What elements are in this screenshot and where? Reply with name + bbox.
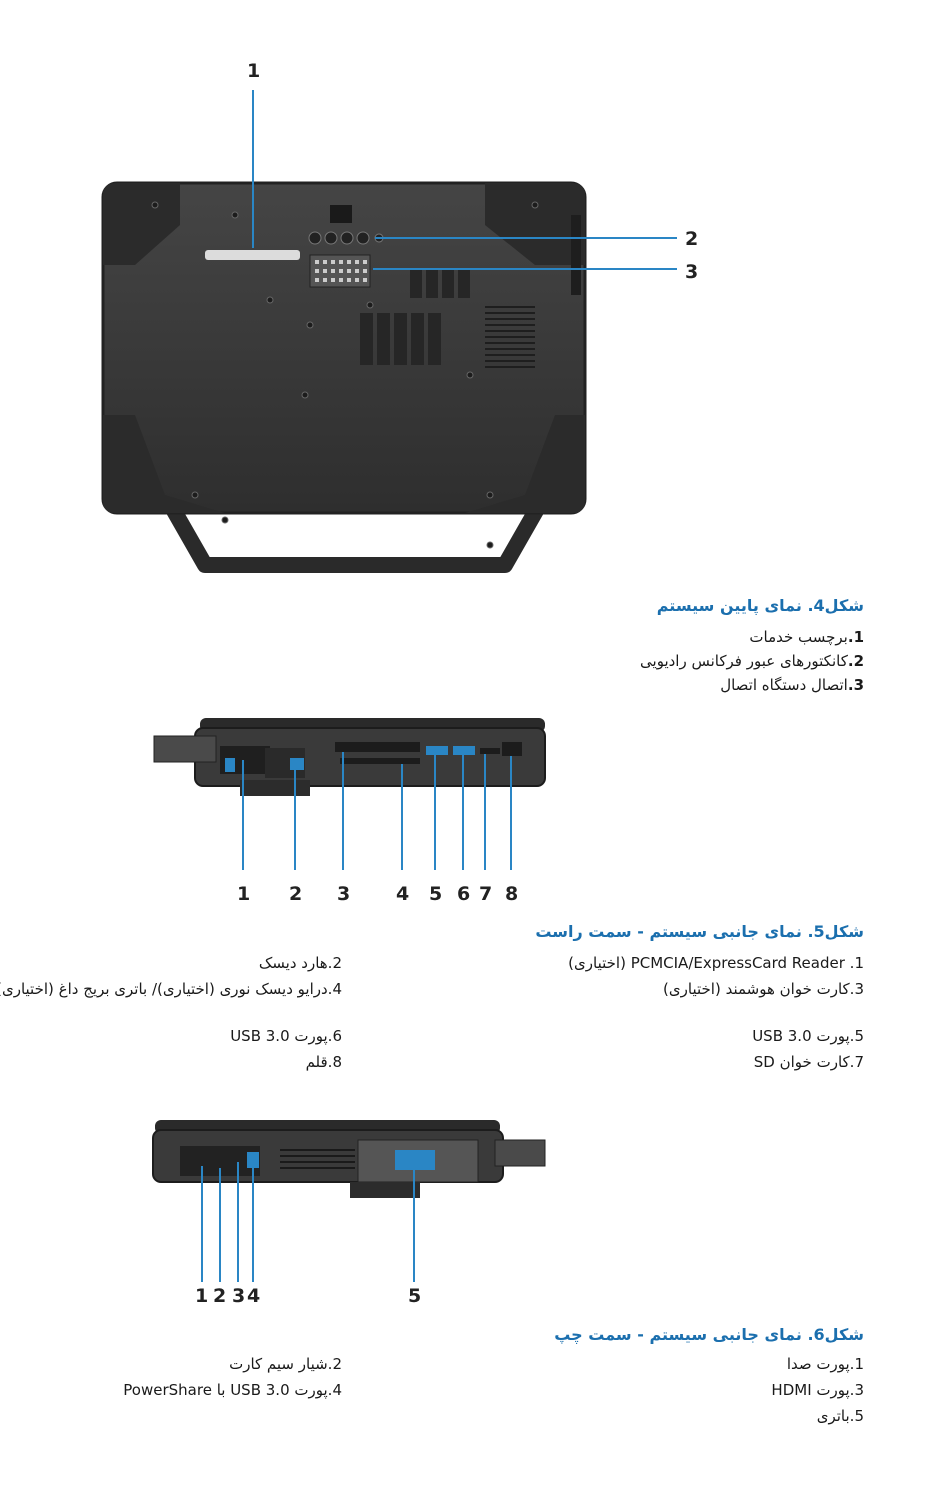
- figure-5-item-3: 3.کارت خوان هوشمند (اختیاری): [663, 980, 864, 998]
- figure-6-item-4: 4.پورت USB 3.0 با PowerShare: [123, 1381, 342, 1399]
- callout-3: 3: [232, 1285, 245, 1307]
- callout-6: 6: [457, 883, 470, 905]
- callout-4: 4: [396, 883, 409, 905]
- figure-6-item-2: 2.شیار سیم کارت: [229, 1355, 342, 1373]
- figure-5-item-6: 6.پورت USB 3.0: [230, 1027, 342, 1045]
- callout-1: 1: [237, 883, 250, 905]
- figure-5-item-4: 4.درایو دیسک نوری (اختیاری)/ باتری بریج …: [0, 980, 342, 998]
- figure-5-item-7: 7.کارت خوان SD: [753, 1053, 864, 1071]
- callout-8: 8: [505, 883, 518, 905]
- figure-6-item-5: 5.باتری: [816, 1407, 864, 1425]
- callout-7: 7: [479, 883, 492, 905]
- callout-1: 1: [195, 1285, 208, 1307]
- figure-6-caption: شکل6. نمای جانبی سیستم - سمت چپ: [554, 1325, 864, 1344]
- callout-2: 2: [213, 1285, 226, 1307]
- laptop-right-side-illustration: 1 2 3 4 5 6 7 8: [153, 718, 546, 905]
- figure-5-item-1: 1. PCMCIA/ExpressCard Reader (اختیاری): [568, 954, 864, 972]
- laptop-left-side-illustration: 1 2 3 4 5: [152, 1120, 546, 1307]
- callout-4: 4: [247, 1285, 260, 1307]
- figure-6-item-3: 3.پورت HDMI: [771, 1381, 864, 1399]
- callout-5: 5: [408, 1285, 421, 1307]
- figure-4-item-1: 1.برچسب خدمات: [749, 628, 864, 646]
- figure-5-item-5: 5.پورت USB 3.0: [752, 1027, 864, 1045]
- callout-3: 3: [685, 261, 698, 283]
- figure-4-item-3: 3.اتصال دستگاه اتصال: [720, 676, 864, 694]
- figure-4-caption: شکل4. نمای پایین سیستم: [656, 596, 864, 615]
- figure-6-item-1: 1.پورت صدا: [786, 1355, 864, 1373]
- figure-5-item-8: 8.قلم: [305, 1053, 342, 1071]
- callout-2: 2: [289, 883, 302, 905]
- callout-5: 5: [429, 883, 442, 905]
- callout-2: 2: [685, 228, 698, 250]
- figure-5-caption: شکل5. نمای جانبی سیستم - سمت راست: [535, 922, 864, 941]
- figure-4-item-2: 2.کانکتورهای عبور فرکانس رادیویی: [640, 652, 864, 670]
- callout-1: 1: [247, 60, 260, 82]
- figure-5-item-2: 2.هارد دیسک: [258, 954, 342, 972]
- laptop-bottom-view-illustration: 1 2 3: [101, 60, 698, 573]
- callout-3: 3: [337, 883, 350, 905]
